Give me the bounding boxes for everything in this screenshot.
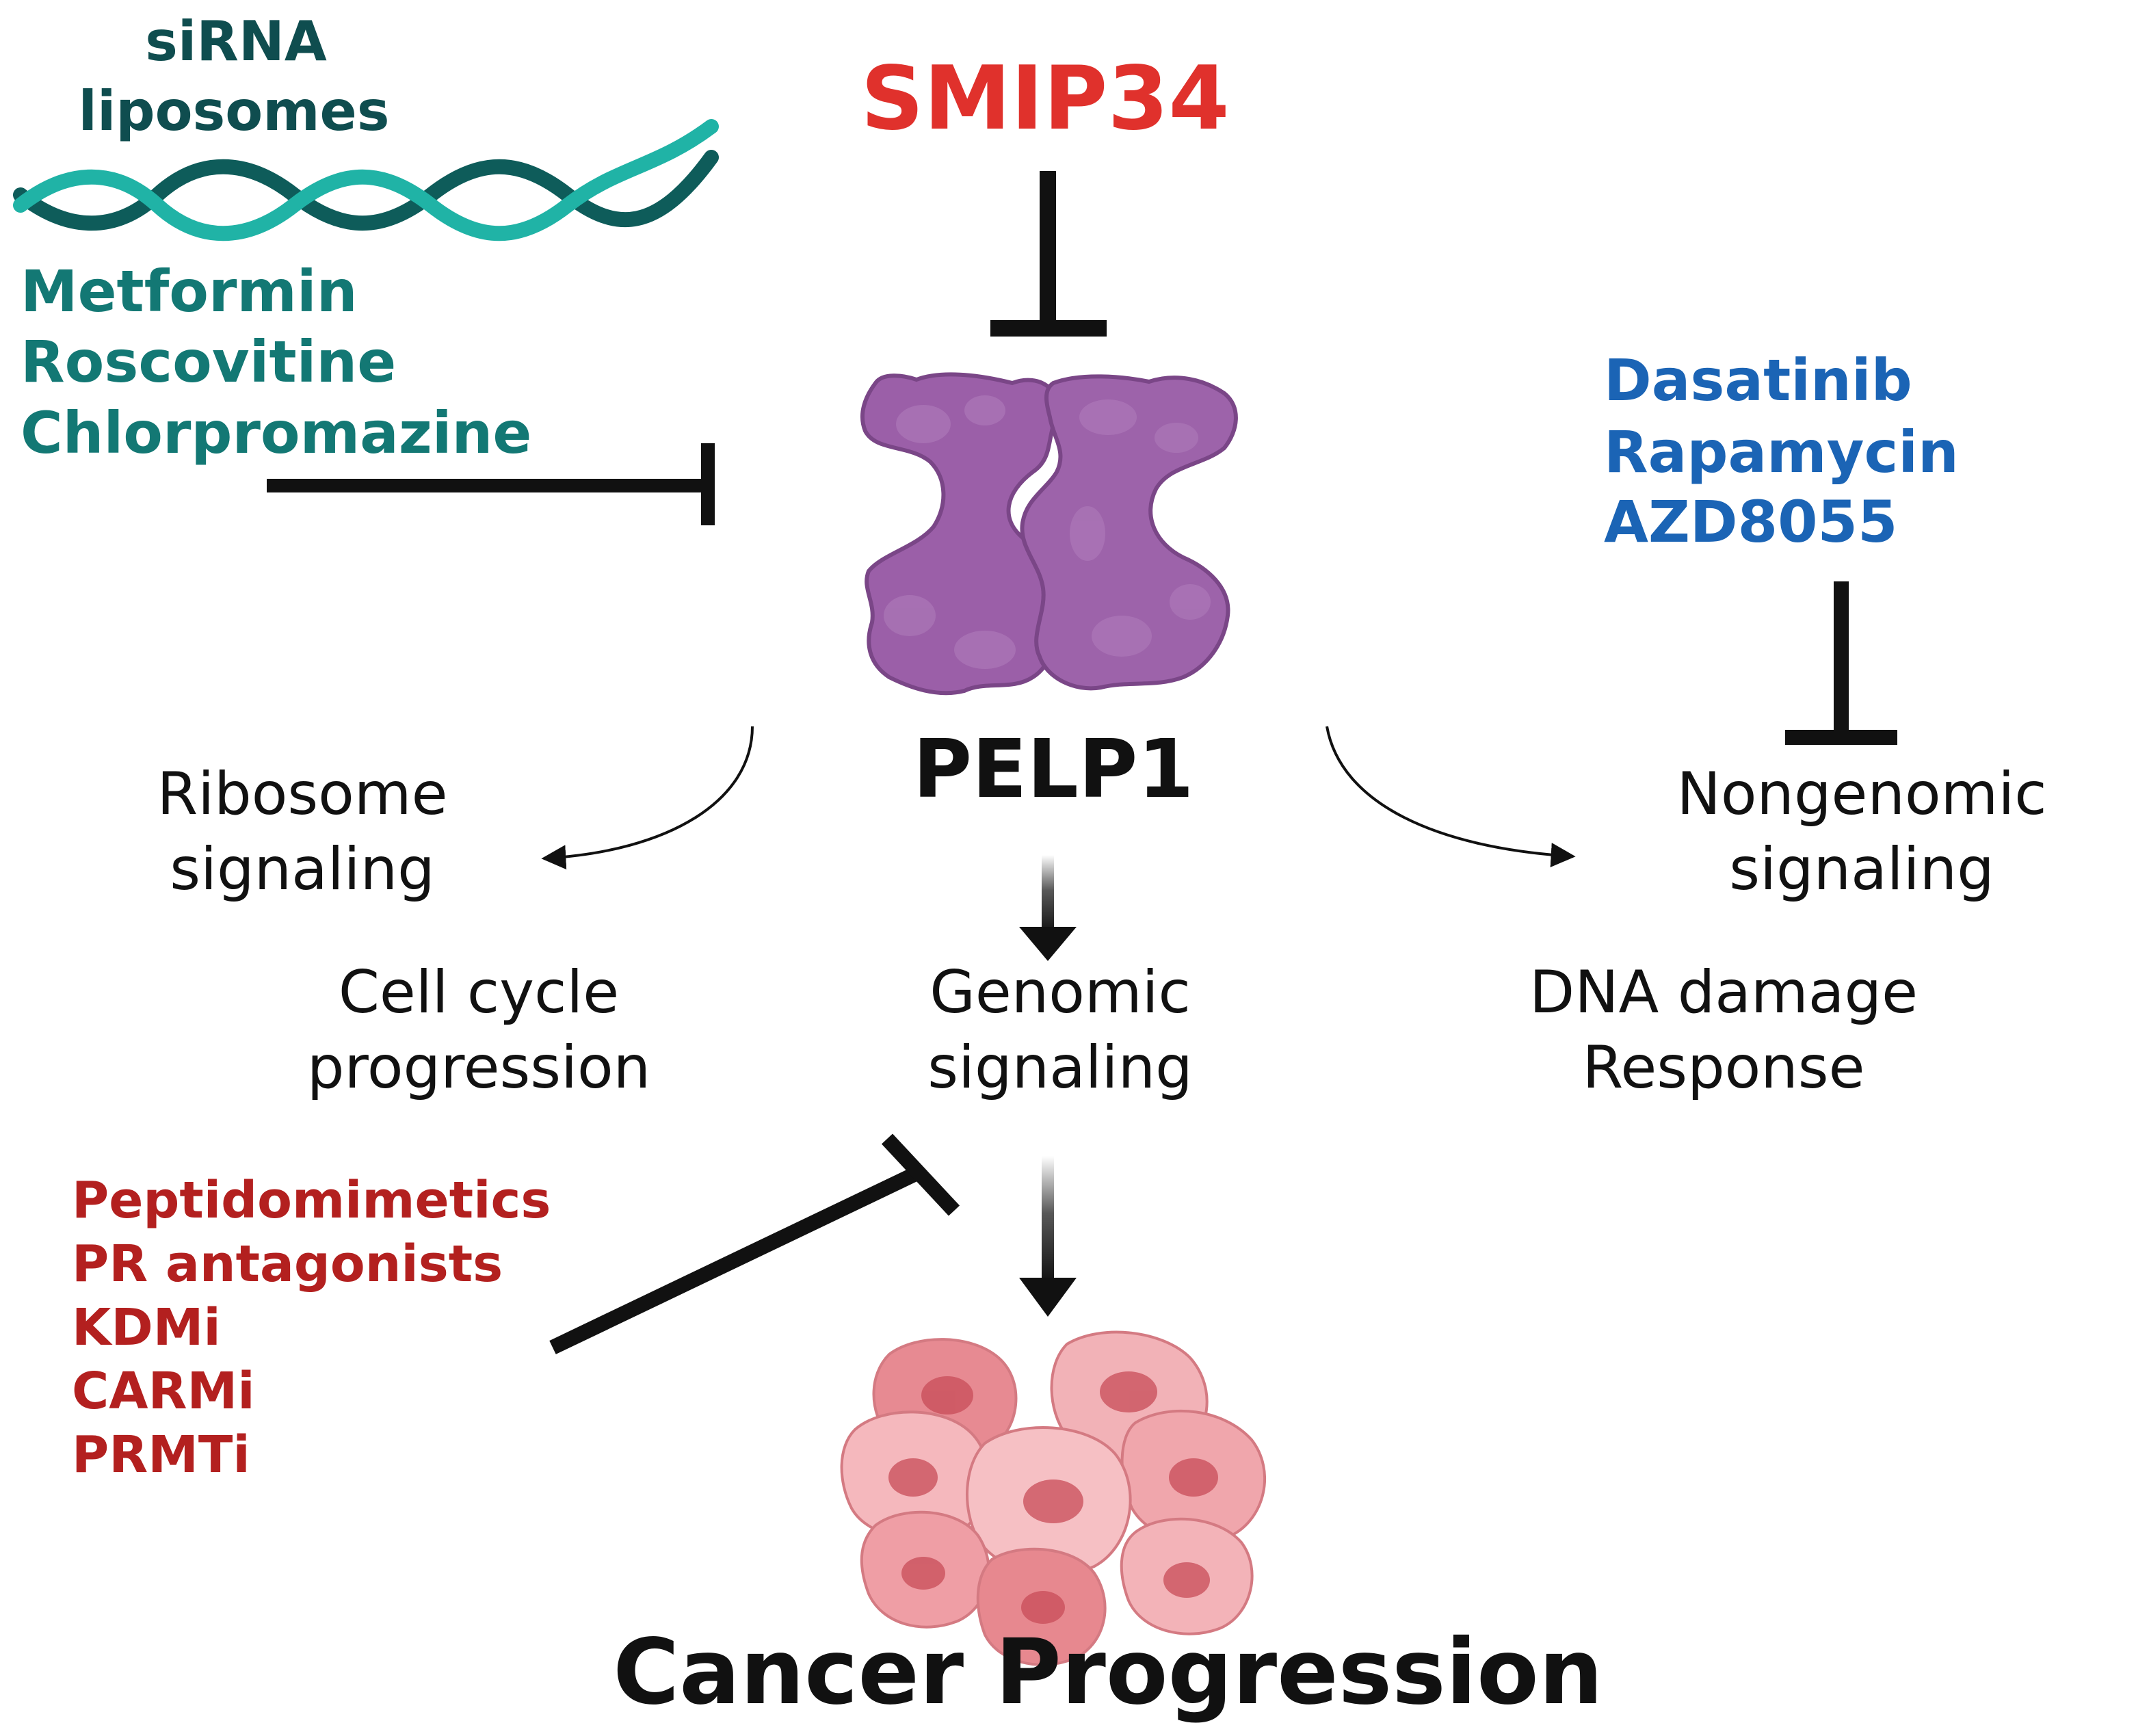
smip34-label: SMIP34 <box>860 48 1229 150</box>
cell-cycle-line2: progression <box>307 1034 650 1102</box>
drug-azd8055: AZD8055 <box>1604 488 1897 555</box>
red-drugs-inhibition-arrow <box>549 1133 960 1354</box>
drug-rapamycin: Rapamycin <box>1604 419 1959 486</box>
sirna-label: siRNA <box>145 10 327 73</box>
nongenomic-signaling-line2: signaling <box>1729 835 1994 904</box>
drug-metformin: Metformin <box>21 258 358 325</box>
cell-cycle-line1: Cell cycle <box>339 958 619 1027</box>
pelp1-protein-icon <box>860 372 1238 696</box>
drug-carmi: CARMi <box>72 1362 255 1421</box>
drug-chlorpromazine: Chlorpromazine <box>21 399 531 466</box>
blue-drugs-inhibition-arrow <box>1785 581 1897 745</box>
drug-kdmi: KDMi <box>72 1298 221 1357</box>
liposomes-label: liposomes <box>79 79 390 143</box>
cancer-progression-label: Cancer Progression <box>613 1620 1603 1725</box>
drug-prmti: PRMTi <box>72 1425 250 1484</box>
pelp1-label: PELP1 <box>913 722 1194 816</box>
arrow-to-cancer <box>1019 1156 1077 1317</box>
ribosome-signaling-line2: signaling <box>170 835 434 904</box>
smip34-inhibition-arrow <box>990 171 1107 337</box>
genomic-signaling-line2: signaling <box>927 1034 1192 1102</box>
genomic-signaling-line1: Genomic <box>930 958 1191 1027</box>
drug-roscovitine: Roscovitine <box>21 328 396 395</box>
dna-helix-icon <box>13 119 719 241</box>
drug-dasatinib: Dasatinib <box>1604 347 1912 414</box>
tumor-cells-icon <box>840 1330 1267 1666</box>
arrow-to-nongenomic <box>1326 726 1576 868</box>
ribosome-signaling-line1: Ribosome <box>157 760 448 828</box>
arrow-to-ribosome <box>541 726 754 870</box>
dna-damage-line2: Response <box>1582 1034 1864 1102</box>
nongenomic-signaling-line1: Nongenomic <box>1676 760 2046 828</box>
drug-pr-antagonists: PR antagonists <box>72 1235 503 1293</box>
drug-peptidomimetics: Peptidomimetics <box>72 1171 551 1230</box>
arrow-to-genomic <box>1019 855 1077 961</box>
dna-damage-line1: DNA damage <box>1529 958 1918 1027</box>
teal-drugs-inhibition-arrow <box>267 443 715 525</box>
